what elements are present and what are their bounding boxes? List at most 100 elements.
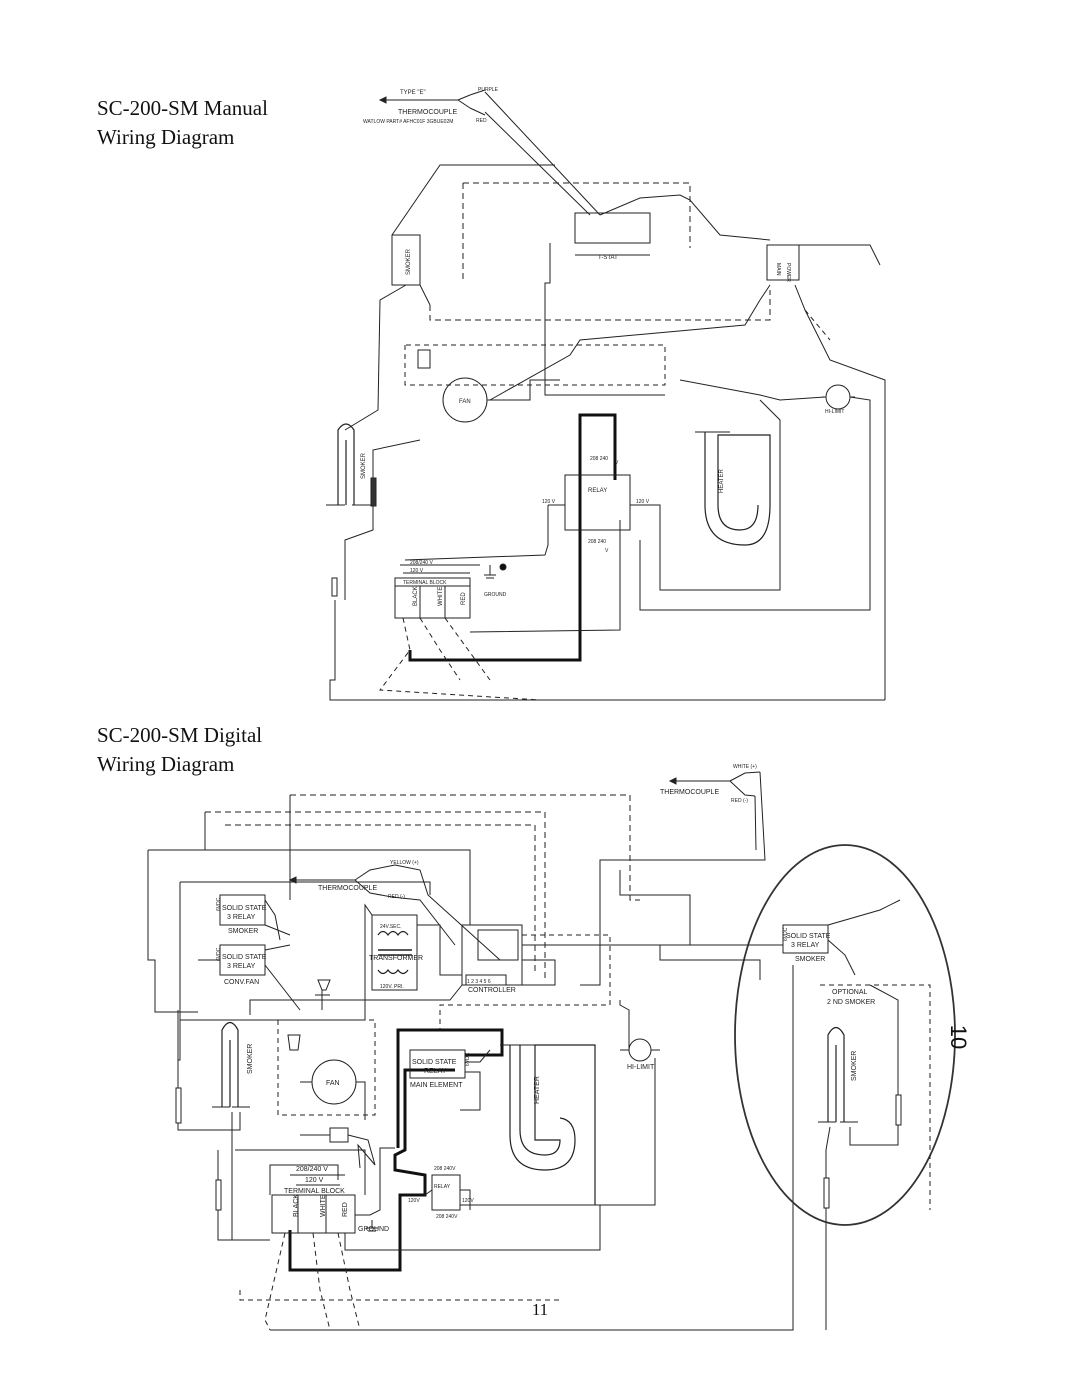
manual-fuse [417, 349, 431, 369]
label-ssr-main-1: SOLID STATE [412, 1059, 457, 1066]
label-white-plus: WHITE (+) [733, 764, 757, 770]
label-relay-208-240-top: 208 240V [434, 1166, 456, 1172]
ssr-main-element [409, 1049, 466, 1079]
manual-diagram-title: SC-200-SM Manual Wiring Diagram [97, 94, 268, 152]
label-smoker-switch: SMOKER [406, 248, 412, 275]
label-digital-white: WHITE [320, 1194, 327, 1217]
label-power: POWER [785, 263, 791, 282]
label-6vdc-a: 6VDC [216, 897, 222, 911]
label-terminal-block: TERMINAL BLOCK [403, 580, 447, 586]
label-tb-120: 120 V [410, 568, 424, 574]
manual-relay [564, 474, 631, 531]
label-digital-fan: FAN [326, 1080, 340, 1087]
t-stat [574, 212, 651, 244]
label-120v-pri: 120V. PRI. [380, 984, 404, 990]
label-digital-red: RED [342, 1202, 349, 1217]
label-red-minus-top: RED (-) [731, 798, 748, 804]
ssr-smoker [219, 894, 266, 926]
label-red: RED [461, 592, 467, 605]
side-page-number: 10 [946, 1024, 972, 1050]
digital-title-line1: SC-200-SM Digital [97, 723, 263, 747]
label-digital-terminal-block: TERMINAL BLOCK [284, 1188, 345, 1195]
label-ground: GROUND [484, 592, 507, 598]
label-relay-208-240: 208 240 [590, 456, 608, 462]
label-smoker-caption: SMOKER [228, 928, 258, 935]
label-24v-sec: 24V.SEC. [380, 924, 402, 930]
label-120v-left: 120 V [542, 499, 556, 505]
label-ssr-opt-2: 3 RELAY [791, 942, 820, 949]
label-digital-ground: GROUND [358, 1226, 389, 1233]
manual-labels: TYPE "E" PURPLE RED THERMOCOUPLE WATLOW … [361, 87, 844, 606]
label-thermocouple-top: THERMOCOUPLE [660, 789, 719, 796]
label-optional-1: OPTIONAL [832, 989, 868, 996]
label-digital-heater: HEATER [534, 1076, 541, 1104]
optional-smoker-circle [734, 844, 956, 1226]
label-relay-120-right: 120V [462, 1198, 474, 1204]
label-thermocouple: THERMOCOUPLE [318, 885, 377, 892]
digital-thermocouple-top [668, 771, 761, 797]
label-main: MAIN [775, 263, 781, 276]
label-manual-smoker: SMOKER [361, 452, 367, 479]
digital-diagram-title: SC-200-SM Digital Wiring Diagram [97, 721, 262, 779]
label-thermocouple: THERMOCOUPLE [398, 109, 457, 116]
label-ssr-smoker-1: SOLID STATE [222, 905, 267, 912]
label-tb-208-240: 208/240 V [410, 560, 433, 566]
label-relay-v-top: V [615, 460, 619, 466]
label-ssr-opt-1: SOLID STATE [786, 933, 831, 940]
label-manual-hi-limit: HI-LIMIT [825, 409, 844, 415]
ssr-optional-smoker [782, 924, 829, 954]
manual-wiring-diagram [326, 89, 886, 701]
manual-hi-limit [825, 384, 851, 410]
label-6vdc-opt: 6VDC [783, 927, 789, 941]
label-6vdc-b: 6VDC [216, 947, 222, 961]
label-relay-208-240-bottom: 208 240V [436, 1214, 458, 1220]
label-digital-relay: RELAY [434, 1184, 451, 1190]
label-white: WHITE [438, 587, 444, 606]
digital-thermocouple [288, 864, 396, 898]
label-ssr-fan-1: SOLID STATE [222, 954, 267, 961]
label-watlow-part: WATLOW PART# AFHC01F 3GBUE02M [363, 119, 453, 125]
label-digital-tb-208-240: 208/240 V [296, 1166, 328, 1173]
label-transformer: TRANSFORMER [369, 955, 423, 962]
label-smoker-opt: SMOKER [795, 956, 825, 963]
label-120v-right: 120 V [636, 499, 650, 505]
label-relay-208-240-bottom: 208 240 [588, 539, 606, 545]
digital-labels: WHITE (+) THERMOCOUPLE RED (-) YELLOW (+… [216, 764, 875, 1233]
label-yellow-plus: YELLOW (+) [390, 860, 419, 866]
label-relay-120-left: 120V [408, 1198, 420, 1204]
label-relay: RELAY [588, 488, 607, 494]
label-conv-fan: CONV.FAN [224, 979, 259, 986]
digital-wiring-diagram [147, 771, 956, 1331]
label-main-element: MAIN ELEMENT [410, 1082, 463, 1089]
manual-title-line1: SC-200-SM Manual [97, 96, 268, 120]
label-red-minus: RED (-) [388, 894, 405, 900]
label-digital-tb-120: 120 V [305, 1177, 324, 1184]
transformer [371, 914, 418, 991]
label-relay-v-bottom: V [605, 548, 609, 554]
label-ssr-fan-2: 3 RELAY [227, 963, 256, 970]
label-controller-pins: 1 2 3 4 5 6 [467, 979, 491, 985]
page-number: 11 [531, 1300, 549, 1319]
label-digital-hi-limit: HI-LIMIT [627, 1064, 655, 1071]
label-tstat: T-STAT [598, 255, 618, 261]
main-power-switch [766, 244, 800, 281]
label-6vdc-c: 6VDC [465, 1052, 471, 1066]
digital-fuse [329, 1127, 349, 1143]
label-smoker-opt-element: SMOKER [851, 1051, 858, 1081]
label-controller: CONTROLLER [468, 987, 516, 994]
label-type-e: TYPE "E" [400, 90, 426, 96]
manual-thermocouple [378, 89, 486, 116]
label-red-wire: RED [476, 118, 487, 124]
digital-hi-limit [628, 1038, 652, 1062]
manual-title-line2: Wiring Diagram [97, 125, 235, 149]
label-ssr-main-2: RELAY [424, 1068, 447, 1075]
label-black: BLACK [413, 586, 419, 606]
digital-title-line2: Wiring Diagram [97, 752, 235, 776]
label-manual-fan: FAN [459, 399, 471, 405]
label-digital-black: BLACK [293, 1194, 300, 1217]
manual-terminal-block [394, 577, 471, 619]
label-optional-2: 2 ND SMOKER [827, 999, 875, 1006]
label-manual-heater: HEATER [719, 468, 725, 493]
label-ssr-smoker-2: 3 RELAY [227, 914, 256, 921]
